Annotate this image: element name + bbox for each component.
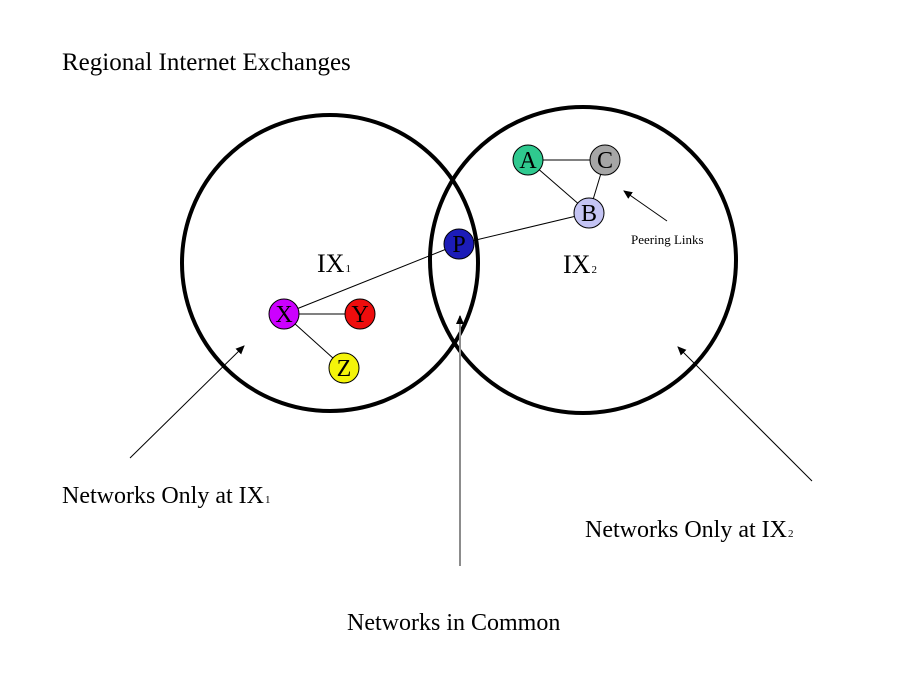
exchange-label-ix1: IX1 <box>317 249 351 278</box>
node-circle <box>512 144 544 176</box>
peering-links-arrow <box>623 190 668 222</box>
exchange-circle-ix1 <box>180 113 480 413</box>
node-circle <box>344 298 376 330</box>
network-node-b: B <box>573 197 605 229</box>
exchange-label-ix2: IX2 <box>563 250 597 279</box>
network-node-p: P <box>443 228 475 260</box>
exchange-circle-ix2 <box>428 105 738 415</box>
network-node-z: Z <box>328 352 360 384</box>
node-label: Z <box>337 356 352 382</box>
only-ix1-label: Networks Only at IX1 <box>62 483 270 509</box>
diagram-title: Regional Internet Exchanges <box>62 49 351 76</box>
node-label: C <box>597 148 613 174</box>
node-circle <box>443 228 475 260</box>
link-p-x <box>283 243 460 315</box>
node-circle <box>328 352 360 384</box>
network-node-x: X <box>268 298 300 330</box>
network-nodes: A C B P X Y Z <box>268 144 621 384</box>
network-node-y: Y <box>344 298 376 330</box>
node-label: P <box>452 232 465 258</box>
in-common-label: Networks in Common <box>347 610 560 636</box>
node-label: A <box>519 148 537 174</box>
node-label: Y <box>351 302 368 328</box>
node-label: B <box>581 201 597 227</box>
network-node-a: A <box>512 144 544 176</box>
only-ix2-label: Networks Only at IX2 <box>585 517 793 543</box>
network-node-c: C <box>589 144 621 176</box>
peering-links-label: Peering Links <box>631 232 704 247</box>
node-circle <box>268 298 300 330</box>
only-ix1-arrow <box>129 345 245 459</box>
node-label: X <box>275 302 292 328</box>
node-circle <box>589 144 621 176</box>
node-circle <box>573 197 605 229</box>
link-b-p <box>458 212 590 245</box>
only-ix2-arrow <box>677 346 813 482</box>
